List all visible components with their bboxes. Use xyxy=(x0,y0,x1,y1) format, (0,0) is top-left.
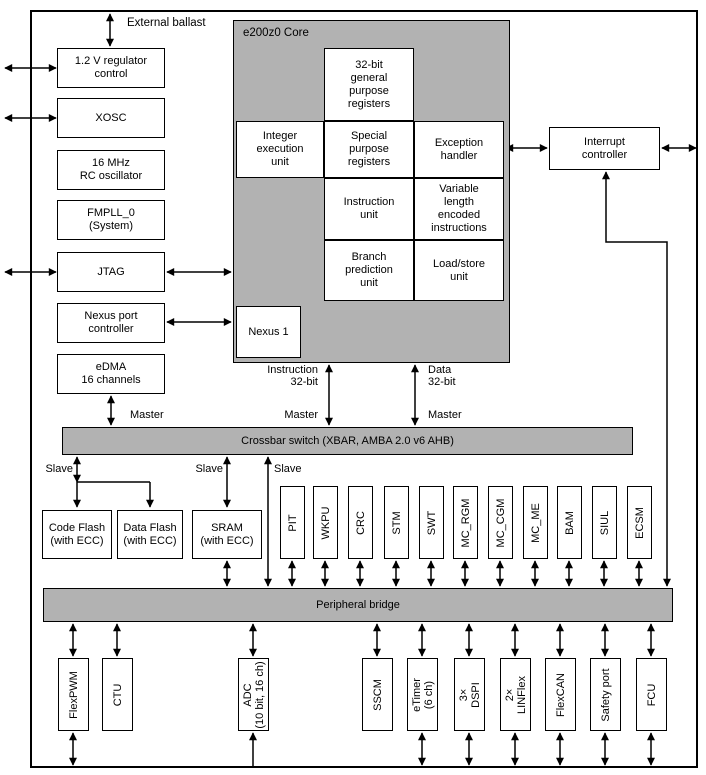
core-block-load-store: Load/store unit xyxy=(414,240,504,301)
box-data-flash: Data Flash (with ECC) xyxy=(117,510,183,559)
box-ecsm-label: ECSM xyxy=(633,506,646,539)
box-stm: STM xyxy=(384,486,409,559)
box-mc-rgm: MC_RGM xyxy=(453,486,478,559)
core-block-branch-prediction: Branch prediction unit xyxy=(324,240,414,301)
slave-label-sram: Slave xyxy=(195,463,223,475)
box-xosc: XOSC xyxy=(57,98,165,138)
chip-boundary xyxy=(30,10,698,768)
instruction-bus-label: Instruction 32-bit xyxy=(267,364,318,388)
master-label-edma: Master xyxy=(130,409,164,421)
box-mc-me: MC_ME xyxy=(523,486,548,559)
master-label-data: Master xyxy=(428,409,462,421)
box-adc-label: ADC (10 bit, 16 ch) xyxy=(241,660,266,729)
box-siul: SIUL xyxy=(592,486,617,559)
box-safety-port: Safety port xyxy=(590,658,621,731)
box-linflex: 2× LINFlex xyxy=(500,658,531,731)
box-rc-oscillator: 16 MHz RC oscillator xyxy=(57,150,165,190)
core-block-instruction-unit: Instruction unit xyxy=(324,178,414,240)
slave-label-flash: Slave xyxy=(45,463,73,475)
core-block-special-purpose: Special purpose registers xyxy=(324,121,414,178)
box-linflex-label: 2× LINFlex xyxy=(503,675,528,714)
core-block-nexus1: Nexus 1 xyxy=(236,306,301,358)
box-sram: SRAM (with ECC) xyxy=(192,510,262,559)
box-nexus-port-controller: Nexus port controller xyxy=(57,303,165,343)
box-interrupt-controller: Interrupt controller xyxy=(549,127,660,170)
box-wkpu-label: WKPU xyxy=(319,506,332,539)
box-etimer-label: eTimer (6 ch) xyxy=(410,677,435,712)
box-dspi-label: 3× DSPI xyxy=(457,681,482,708)
box-crc: CRC xyxy=(348,486,373,559)
box-crc-label: CRC xyxy=(354,510,367,535)
box-flexcan: FlexCAN xyxy=(545,658,576,731)
box-ctu: CTU xyxy=(102,658,133,731)
box-regulator: 1.2 V regulator control xyxy=(57,48,165,88)
master-label-instruction: Master xyxy=(284,409,318,421)
box-ecsm: ECSM xyxy=(627,486,652,559)
box-swt: SWT xyxy=(419,486,444,559)
box-wkpu: WKPU xyxy=(313,486,338,559)
box-ctu-label: CTU xyxy=(111,683,124,706)
box-fcu-label: FCU xyxy=(645,683,658,706)
box-bam: BAM xyxy=(557,486,582,559)
box-fcu: FCU xyxy=(636,658,667,731)
box-pit: PIT xyxy=(280,486,305,559)
core-block-vle: Variable length encoded instructions xyxy=(414,178,504,240)
box-dspi: 3× DSPI xyxy=(454,658,485,731)
core-block-exception-handler: Exception handler xyxy=(414,121,504,178)
box-fmpll: FMPLL_0 (System) xyxy=(57,200,165,240)
box-siul-label: SIUL xyxy=(598,510,611,535)
box-etimer: eTimer (6 ch) xyxy=(407,658,438,731)
box-bam-label: BAM xyxy=(563,510,576,535)
crossbar-switch: Crossbar switch (XBAR, AMBA 2.0 v6 AHB) xyxy=(62,427,633,455)
box-jtag: JTAG xyxy=(57,252,165,292)
core-title: e200z0 Core xyxy=(243,27,309,39)
box-flexcan-label: FlexCAN xyxy=(554,672,567,717)
box-mc-cgm-label: MC_CGM xyxy=(494,498,507,547)
slave-label-bridge: Slave xyxy=(274,463,302,475)
box-code-flash: Code Flash (with ECC) xyxy=(42,510,112,559)
core-block-integer-execution: Integer execution unit xyxy=(236,121,324,178)
core-block-gpr: 32-bit general purpose registers xyxy=(324,48,414,121)
box-edma: eDMA 16 channels xyxy=(57,354,165,394)
box-pit-label: PIT xyxy=(286,513,299,532)
box-swt-label: SWT xyxy=(425,510,438,535)
box-adc: ADC (10 bit, 16 ch) xyxy=(238,658,269,731)
box-mc-rgm-label: MC_RGM xyxy=(459,498,472,547)
box-mc-me-label: MC_ME xyxy=(529,502,542,543)
box-flexpwm: FlexPWM xyxy=(58,658,89,731)
external-ballast-label: External ballast xyxy=(127,17,206,29)
box-stm-label: STM xyxy=(390,510,403,535)
box-sscm-label: SSCM xyxy=(371,678,384,711)
peripheral-bridge: Peripheral bridge xyxy=(43,588,673,622)
data-bus-label: Data 32-bit xyxy=(428,364,456,388)
box-flexpwm-label: FlexPWM xyxy=(67,670,80,719)
box-sscm: SSCM xyxy=(362,658,393,731)
box-mc-cgm: MC_CGM xyxy=(488,486,513,559)
box-safety-port-label: Safety port xyxy=(599,667,612,722)
